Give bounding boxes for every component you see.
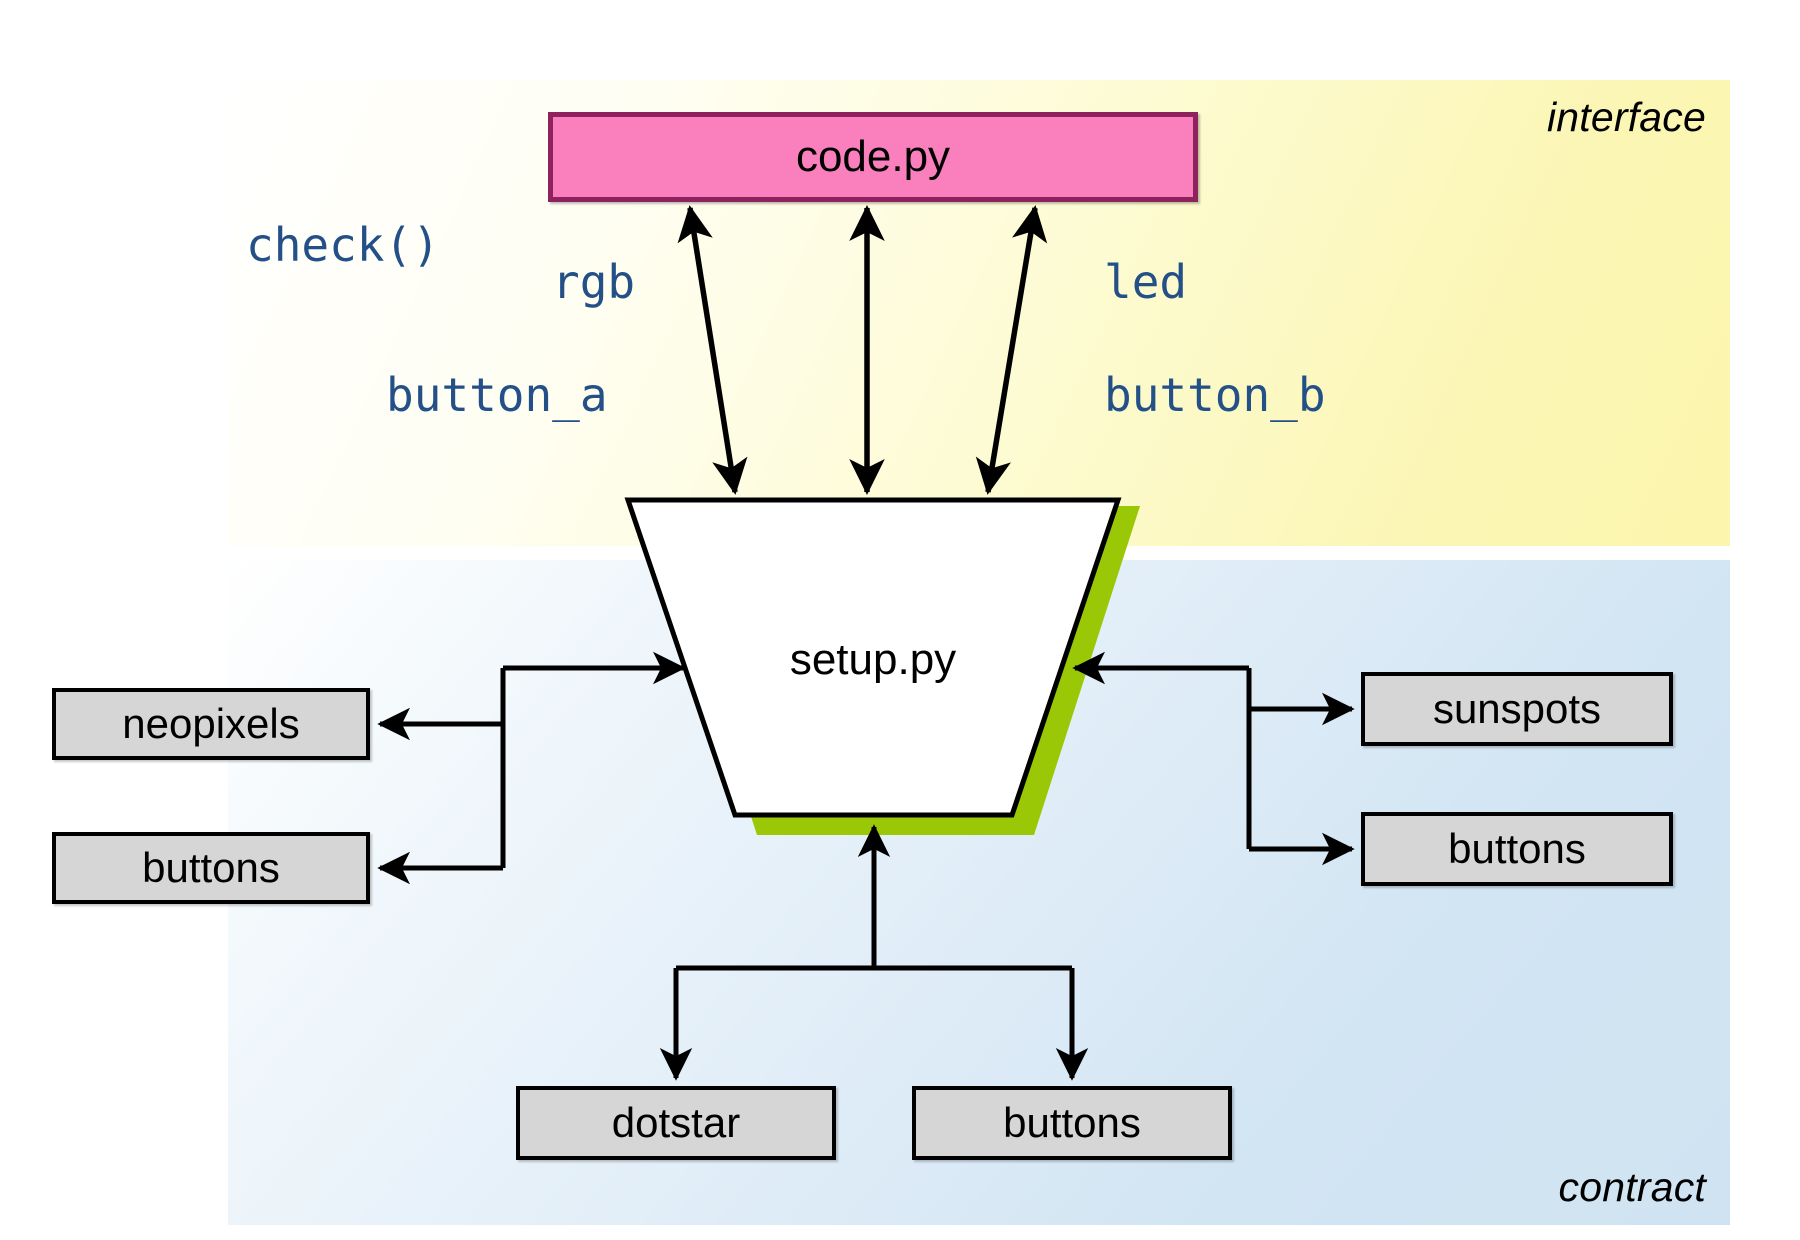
node-sunspots-label: sunspots: [1432, 685, 1602, 732]
signal-label-rgb: rgb: [552, 255, 636, 309]
zone-contract-label: contract: [1558, 1164, 1706, 1210]
node-code-py-label: code.py: [795, 132, 951, 181]
signal-label-button-a: button_a: [386, 368, 608, 422]
node-sunspots[interactable]: sunspots: [1361, 672, 1673, 746]
edge-code-setup-right: [975, 205, 1048, 495]
node-dotstar-label: dotstar: [611, 1099, 741, 1146]
node-buttons-left-label: buttons: [142, 844, 280, 891]
edge-setup-to-right-group: [1072, 651, 1355, 866]
edge-bottom-group-to-setup: [659, 824, 1089, 1081]
node-buttons-right-label: buttons: [1448, 825, 1586, 872]
node-code-py[interactable]: code.py: [548, 112, 1198, 202]
setup-trapezoid[interactable]: [624, 497, 1122, 818]
signal-label-led: led: [1104, 255, 1188, 309]
node-buttons-bottom-label: buttons: [1003, 1099, 1141, 1146]
node-setup-py-label: setup.py: [789, 635, 957, 684]
signal-label-button-b: button_b: [1104, 368, 1326, 422]
node-buttons-bottom[interactable]: buttons: [912, 1086, 1232, 1160]
node-dotstar[interactable]: dotstar: [516, 1086, 836, 1160]
node-buttons-right[interactable]: buttons: [1361, 812, 1673, 886]
edge-code-setup-left: [677, 205, 748, 495]
signal-label-check: check(): [246, 218, 440, 272]
edge-setup-to-left-group: [377, 651, 686, 885]
zone-interface-label: interface: [1546, 94, 1706, 140]
node-neopixels-label: neopixels: [122, 700, 300, 747]
node-buttons-left[interactable]: buttons: [52, 832, 370, 904]
node-neopixels[interactable]: neopixels: [52, 688, 370, 760]
